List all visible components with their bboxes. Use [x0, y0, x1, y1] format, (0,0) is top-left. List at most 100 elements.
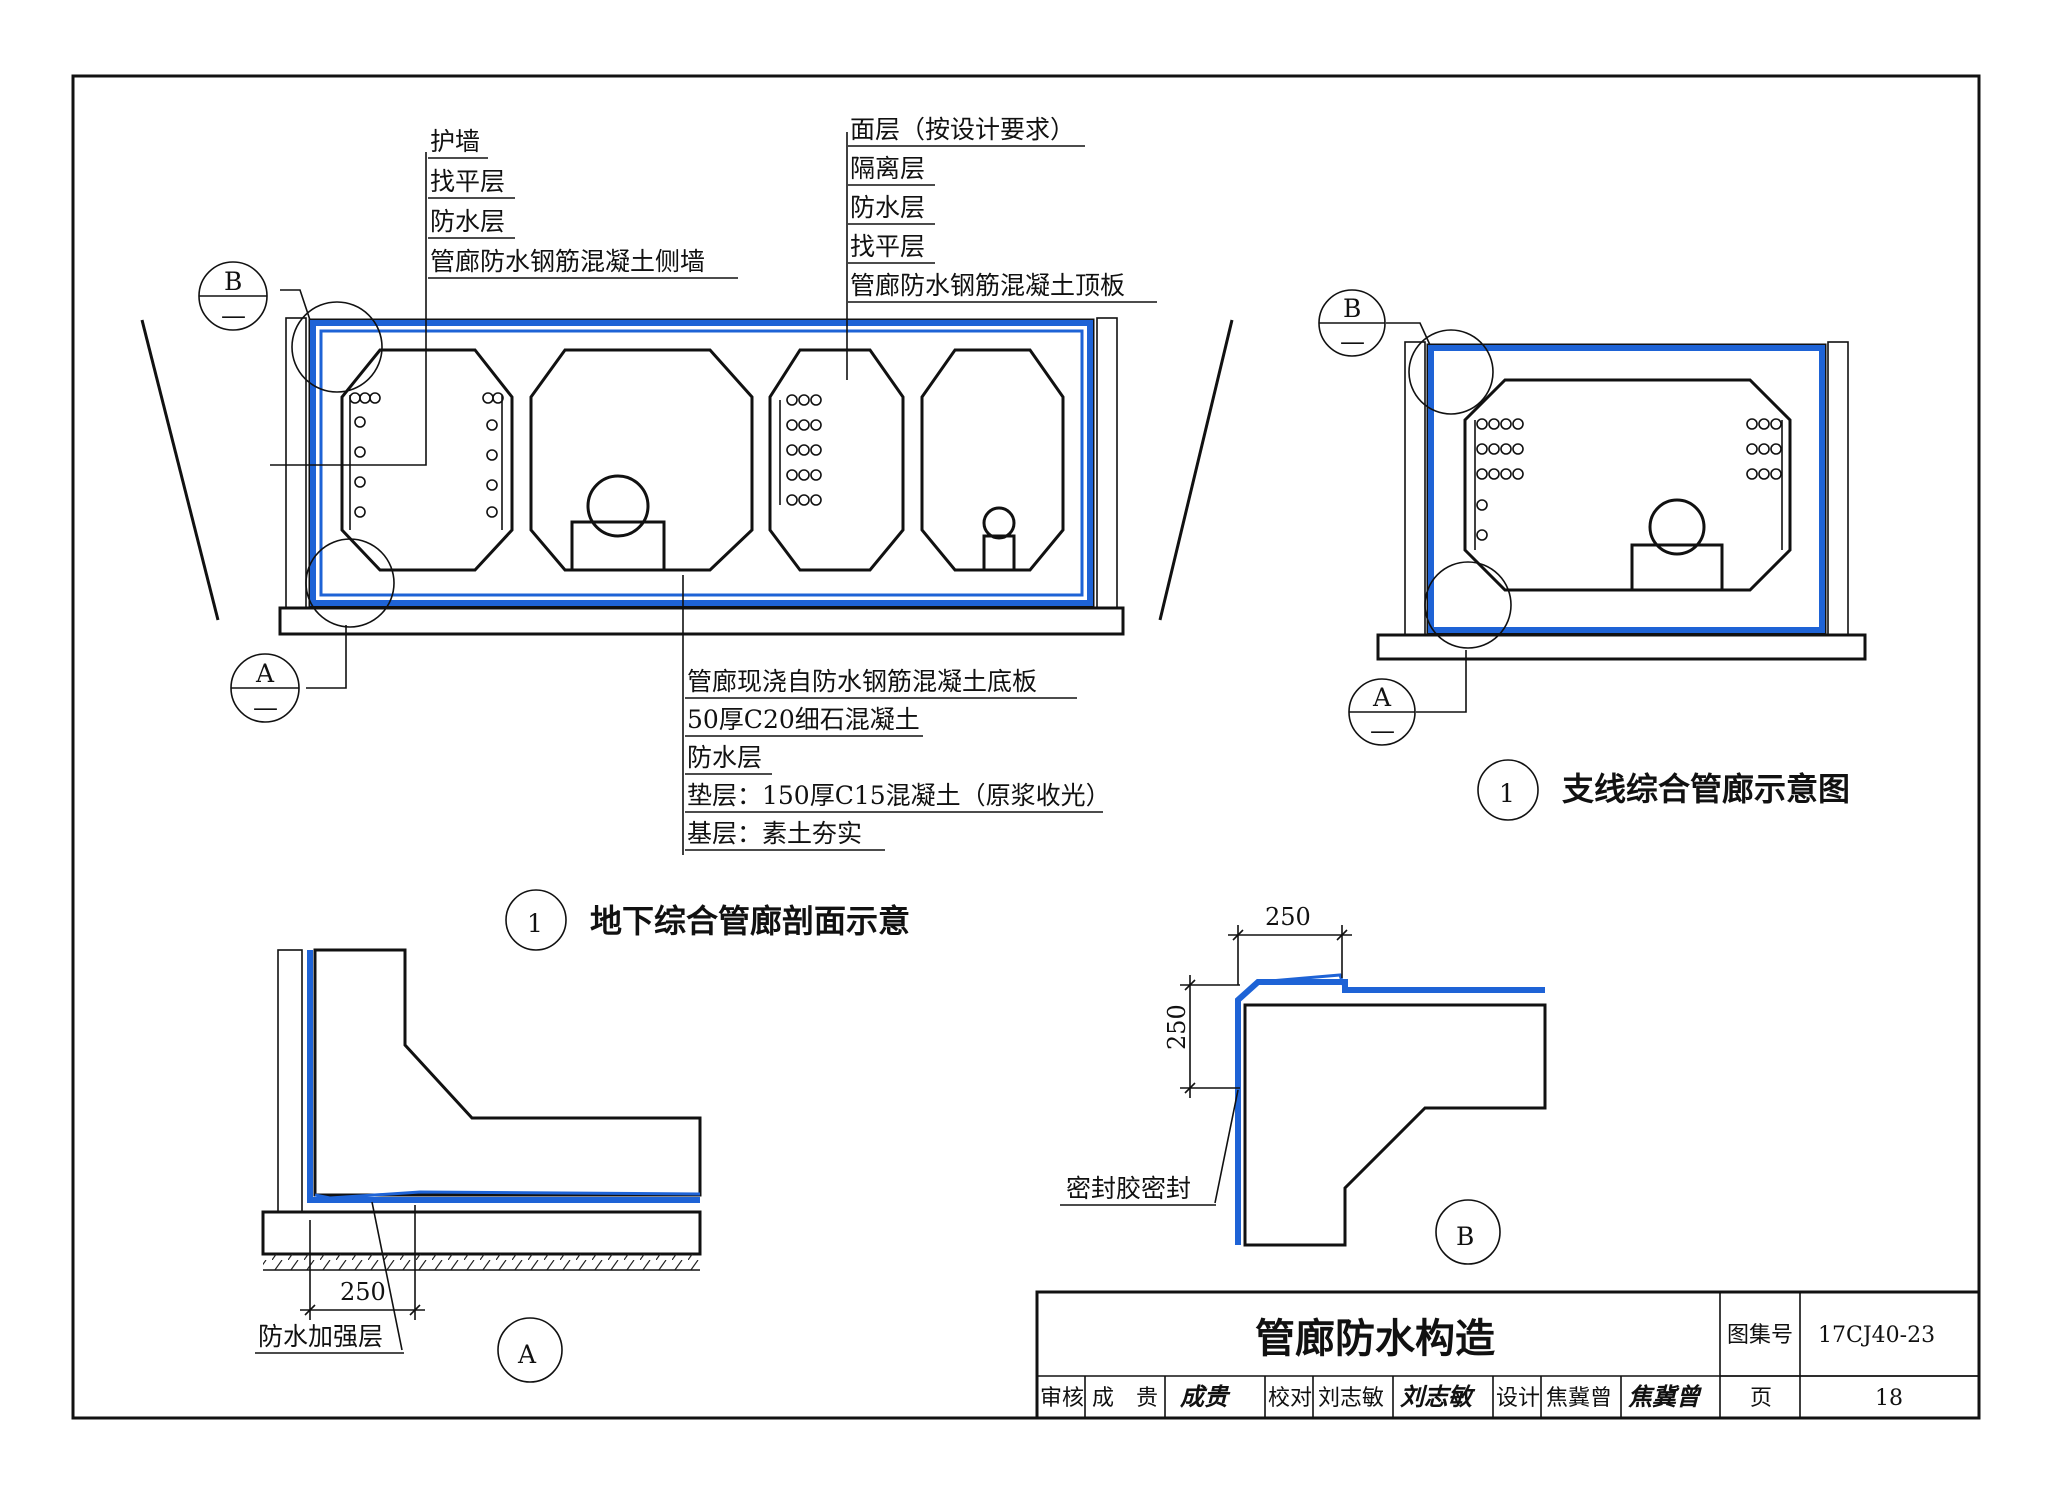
title-block-title: 管廊防水构造 [1255, 1316, 1495, 1362]
floor-label-4: 垫层：150厚C15混凝土（原浆收光） [687, 781, 1111, 810]
svg-text:B: B [224, 267, 242, 296]
wall-label-1: 护墙 [430, 127, 480, 156]
svg-text:—: — [253, 693, 278, 722]
review-label: 审核 [1040, 1386, 1084, 1411]
svg-text:—: — [221, 301, 246, 330]
waterproof-layer [310, 320, 1093, 606]
svg-text:—: — [1340, 327, 1365, 356]
caption-number-main: 1 [527, 909, 543, 938]
callout-a-branch: A — [1348, 678, 1416, 746]
detail-circle-b [291, 301, 383, 393]
cable-rack-2 [779, 394, 822, 506]
floor-label-5: 基层：素土夯实 [687, 819, 862, 848]
checker-name: 刘志敏 [1318, 1386, 1384, 1411]
pipe-pedestal-2 [982, 534, 1016, 572]
reviewer-name: 成 贵 [1092, 1386, 1158, 1411]
callout-b-leader [280, 289, 311, 321]
detail-a-label: 防水加强层 [258, 1322, 383, 1351]
base-pad [278, 606, 1125, 636]
detail-b-label: 密封胶密封 [1066, 1174, 1191, 1203]
branch-section: B — A — 1 支线综合管廊示意图 [1318, 289, 1867, 821]
detail-b-reinforce [1257, 973, 1347, 991]
detail-a-protective-wall [277, 949, 303, 1213]
pipe-1 [586, 474, 650, 538]
waterproof-layer-inner [319, 329, 1084, 597]
check-label: 校对 [1268, 1386, 1312, 1411]
roof-label-1: 面层（按设计要求） [850, 115, 1075, 144]
atlas-number: 17CJ40-23 [1818, 1323, 1935, 1348]
detail-a-reinforce [314, 1190, 701, 1200]
detail-b-leader [1214, 1089, 1239, 1204]
callout-b-branch: B — [1318, 289, 1386, 357]
pipe-2 [982, 506, 1016, 540]
checker-signature: 刘志敏 [1400, 1382, 1476, 1411]
page-label: 页 [1750, 1386, 1772, 1411]
wall-label-3: 防水层 [430, 207, 505, 236]
floor-label-1: 管廊现浇自防水钢筋混凝土底板 [687, 667, 1037, 696]
roof-label-2: 隔离层 [850, 154, 925, 183]
branch-waterproof-layer [1428, 345, 1825, 633]
caption-branch: 支线综合管廊示意图 [1562, 770, 1850, 808]
detail-a-structure [313, 948, 702, 1197]
svg-text:A: A [255, 659, 275, 688]
wall-label-4: 管廊防水钢筋混凝土侧墙 [430, 247, 705, 276]
cable-rack-1 [349, 392, 504, 530]
detail-a: 250 防水加强层 A [255, 948, 702, 1383]
detail-b-tag-circle [1435, 1199, 1501, 1265]
floor-label-2: 50厚C20细石混凝土 [687, 705, 920, 734]
branch-wall-right [1827, 341, 1849, 636]
structure-box [308, 318, 1095, 608]
protective-wall-right [1096, 317, 1118, 609]
excavation-slope-right [1158, 319, 1234, 621]
detail-b-structure [1243, 1003, 1547, 1247]
detail-b-dim-v-text: 250 [1163, 1004, 1191, 1050]
designer-name: 焦冀曾 [1546, 1386, 1612, 1411]
detail-b: 250 250 密封胶密封 B [1060, 903, 1547, 1265]
detail-a-soil [263, 1254, 700, 1270]
detail-b-waterproof [1235, 979, 1545, 1245]
detail-b-dim-v [1180, 975, 1240, 1098]
roof-label-5: 管廊防水钢筋混凝土顶板 [850, 271, 1125, 300]
reviewer-signature: 成贵 [1179, 1382, 1231, 1411]
pipe-pedestal-1 [570, 520, 666, 572]
branch-detail-circle-a [1424, 561, 1512, 649]
wall-label-2: 找平层 [430, 167, 505, 196]
detail-a-tag: A [517, 1340, 537, 1369]
floor-label-3: 防水层 [687, 743, 762, 772]
callout-a-leader [306, 625, 347, 689]
caption-number-circle-main [505, 889, 567, 951]
branch-base-pad [1376, 633, 1867, 661]
branch-pipe [1648, 498, 1706, 556]
branch-cell [1463, 378, 1792, 592]
caption-main: 地下综合管廊剖面示意 [590, 902, 910, 940]
roof-label-3: 防水层 [850, 193, 925, 222]
title-block: 管廊防水构造 图集号 17CJ40-23 页 18 审核 成 贵 成贵 校对 刘… [1035, 1290, 1981, 1420]
cell-1 [340, 348, 514, 572]
detail-b-tag: B [1456, 1222, 1474, 1251]
svg-text:—: — [1370, 716, 1395, 745]
detail-b-dim-h-text: 250 [1265, 903, 1311, 931]
svg-text:B: B [1343, 294, 1361, 323]
detail-a-leader [371, 1201, 403, 1351]
design-label: 设计 [1496, 1386, 1540, 1411]
detail-a-base [261, 1210, 702, 1256]
main-section: 护墙 找平层 防水层 管廊防水钢筋混凝土侧墙 面层（按设计要求） 隔离层 防水层… [140, 115, 1234, 951]
protective-wall-left [285, 317, 307, 609]
svg-text:A: A [1372, 683, 1392, 712]
designer-signature: 焦冀曾 [1628, 1382, 1702, 1411]
caption-number-branch: 1 [1499, 779, 1515, 808]
detail-a-waterproof [307, 950, 700, 1203]
cell-4 [920, 348, 1065, 572]
detail-b-dim-h [1228, 925, 1352, 985]
branch-detail-circle-b [1408, 329, 1494, 415]
sheet-border [71, 74, 1981, 1420]
detail-a-dim-text: 250 [340, 1278, 386, 1306]
branch-pipe-pedestal [1630, 543, 1724, 592]
callout-a-main: A — [230, 653, 300, 723]
branch-callout-b-leader [1386, 322, 1431, 346]
page-number: 18 [1875, 1386, 1903, 1411]
atlas-label: 图集号 [1727, 1323, 1793, 1348]
branch-callout-a-leader [1416, 650, 1467, 713]
detail-a-dim [300, 1205, 425, 1320]
